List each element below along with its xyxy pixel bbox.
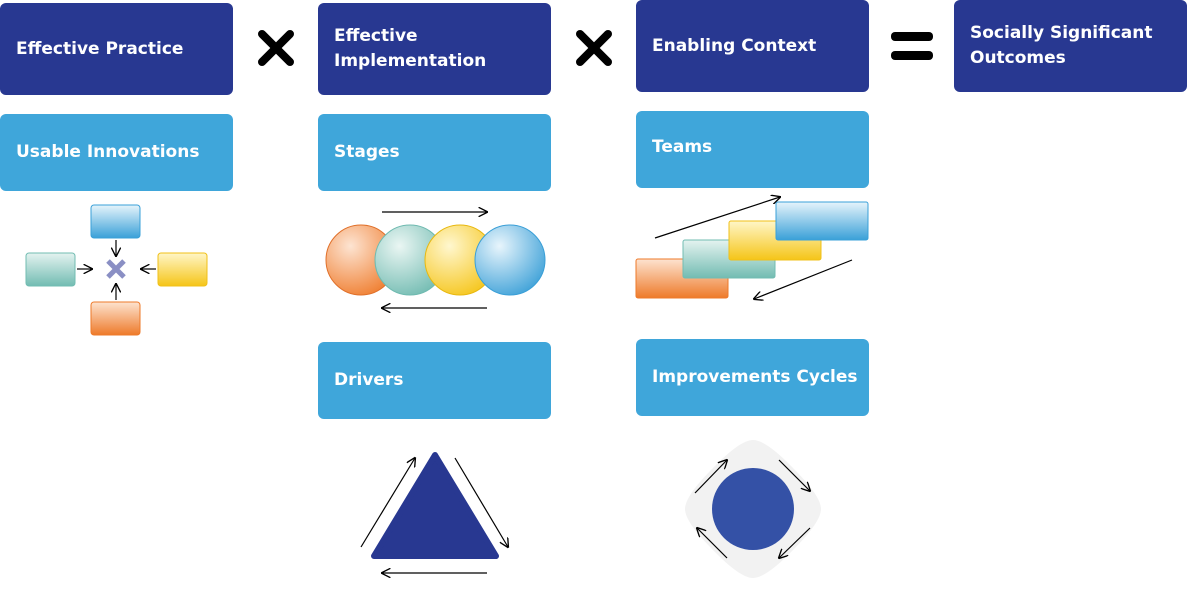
enabling-context-box: Enabling Context — [636, 0, 869, 92]
blue-box — [90, 204, 141, 239]
equals-icon — [891, 32, 933, 60]
stages-box: Stages — [318, 114, 551, 191]
effective-practice-box: Effective Practice — [0, 3, 233, 95]
arrow-down-left-icon — [754, 259, 853, 299]
enabling-context-label: Enabling Context — [652, 35, 817, 56]
arrow-down-right-icon — [454, 457, 508, 547]
team-box-blue — [775, 201, 869, 241]
arrow-up-right-icon — [694, 460, 727, 494]
arrow-up-left-icon — [697, 528, 728, 559]
stages-label: Stages — [334, 142, 400, 162]
cross-icon — [106, 259, 126, 279]
arrow-up-right-icon — [360, 458, 415, 548]
socially-significant-outcomes-box: Socially Significant Outcomes — [954, 0, 1187, 92]
improvement-cycles-label: Improvements Cycles — [652, 367, 858, 387]
outcomes-label-line2: Outcomes — [970, 48, 1066, 68]
cycle-circle — [712, 468, 794, 550]
effective-implementation-label-line1: Effective — [334, 26, 418, 46]
arrow-down-left-icon — [779, 527, 811, 558]
triangle-icon — [371, 452, 499, 559]
usable-innovations-graphic — [25, 204, 208, 336]
multiply-icon — [576, 30, 612, 66]
usable-innovations-label: Usable Innovations — [16, 142, 200, 162]
effective-implementation-label-line2: Implementation — [334, 51, 487, 71]
multiply-icon — [258, 30, 294, 66]
teams-box: Teams — [636, 111, 869, 188]
yellow-box — [157, 252, 208, 287]
teams-graphic — [635, 197, 869, 299]
orange-box — [90, 301, 141, 336]
teal-box — [25, 252, 76, 287]
effective-implementation-box: Effective Implementation — [318, 3, 551, 95]
stages-graphic — [325, 212, 546, 308]
improvement-cycles-box: Improvements Cycles — [636, 339, 869, 416]
usable-innovations-box: Usable Innovations — [0, 114, 233, 191]
teams-label: Teams — [652, 137, 713, 157]
effective-practice-label: Effective Practice — [16, 38, 184, 59]
improvement-cycles-graphic — [685, 440, 821, 578]
arrow-down-right-icon — [778, 459, 810, 491]
arrow-up-right-icon — [654, 197, 780, 239]
drivers-graphic — [360, 452, 508, 573]
stage-circle-blue — [474, 224, 546, 296]
drivers-box: Drivers — [318, 342, 551, 419]
drivers-label: Drivers — [334, 370, 404, 390]
outcomes-label-line1: Socially Significant — [970, 23, 1153, 43]
